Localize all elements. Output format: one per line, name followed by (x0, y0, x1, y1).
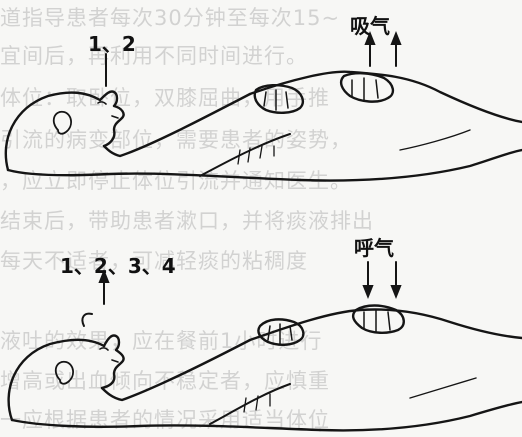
person-figure-inhale (6, 72, 522, 181)
person-figure-exhale (9, 306, 522, 431)
bottom-panel (9, 262, 522, 430)
exhale-label: 呼气 (354, 232, 394, 261)
step-label-top: 1、2 (88, 28, 136, 57)
top-panel (6, 38, 522, 180)
step-label-bottom: 1、2、3、4 (60, 250, 176, 279)
inhale-label: 吸气 (350, 10, 390, 39)
